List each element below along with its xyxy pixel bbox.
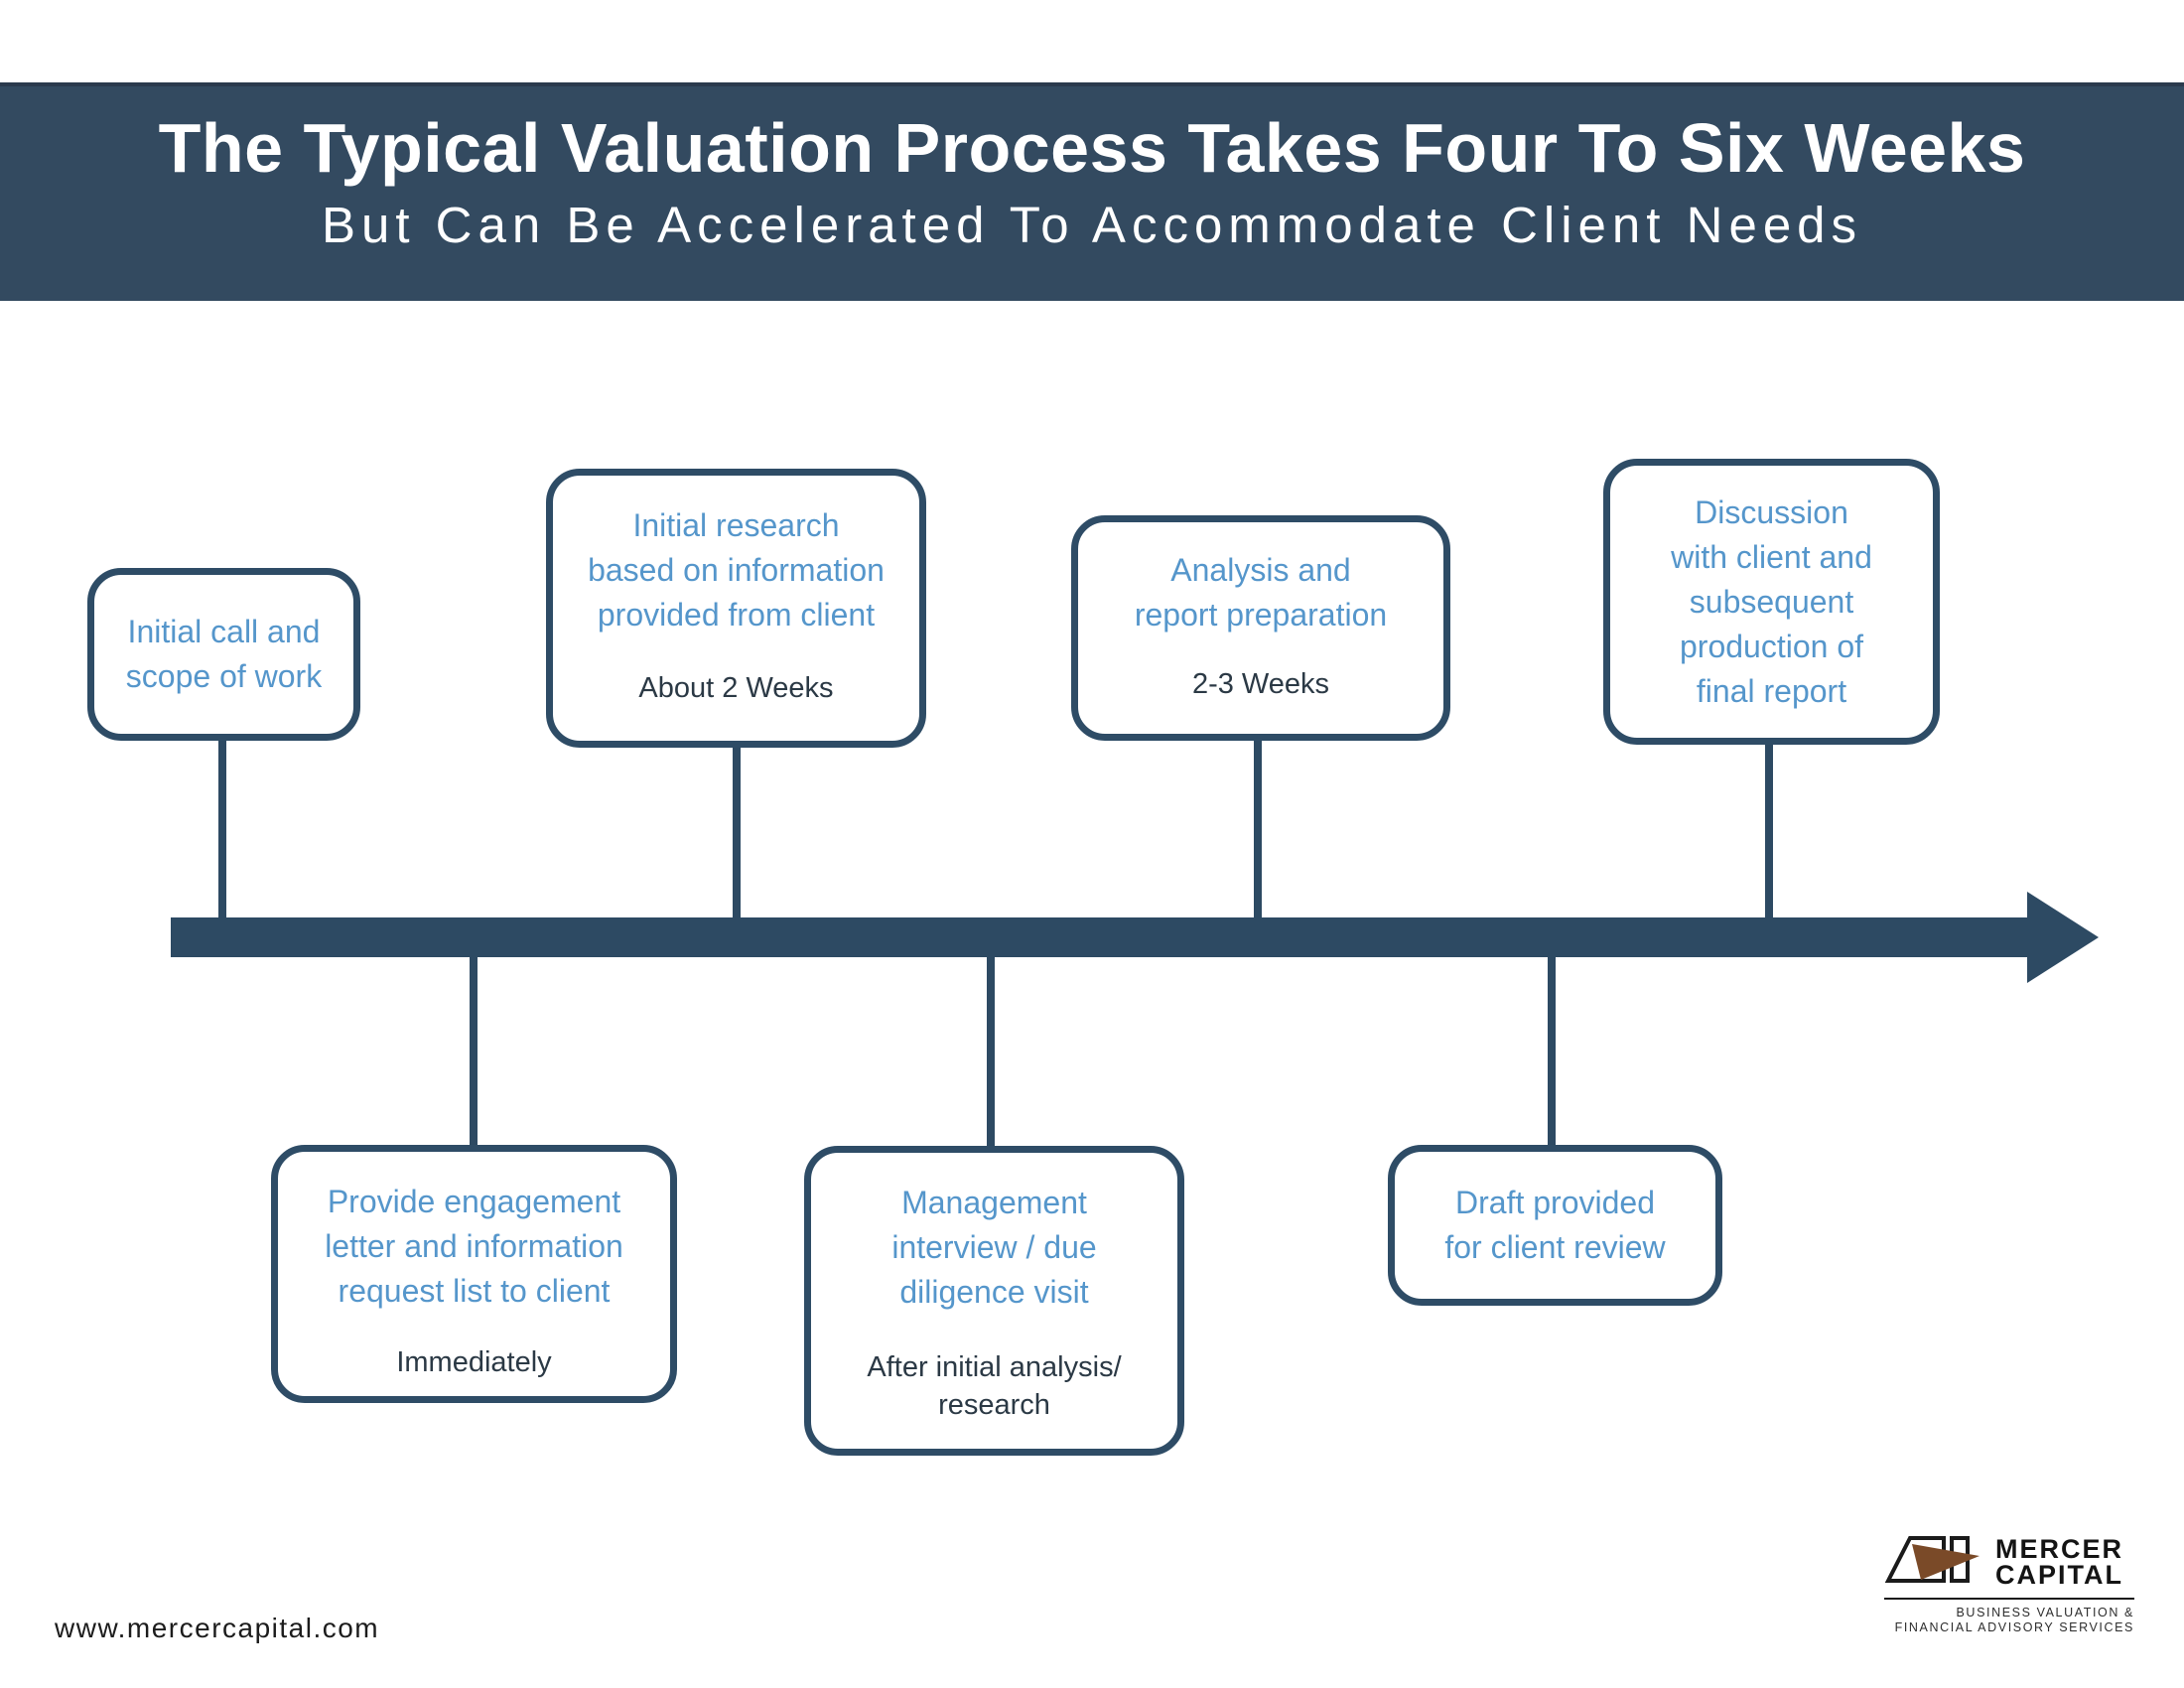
- mercer-capital-logo: MERCER CAPITAL BUSINESS VALUATION & FINA…: [1884, 1533, 2142, 1635]
- connector-step7: [1765, 739, 1773, 923]
- connector-step4: [987, 951, 995, 1152]
- logo-word-mercer: MERCER: [1995, 1534, 2124, 1564]
- step-label: Initial research based on information pr…: [588, 507, 885, 633]
- logo-word-capital: CAPITAL: [1995, 1560, 2123, 1590]
- step-box-analysis-report: Analysis and report preparation 2-3 Week…: [1071, 515, 1450, 741]
- step-box-engagement-letter: Provide engagement letter and informatio…: [271, 1145, 677, 1403]
- step-label: Discussion with client and subsequent pr…: [1671, 493, 1872, 709]
- step-label: Initial call and scope of work: [125, 614, 323, 694]
- page-subtitle: But Can Be Accelerated To Accommodate Cl…: [321, 197, 1863, 253]
- step-label: Provide engagement letter and informatio…: [325, 1184, 623, 1309]
- step-box-initial-call: Initial call and scope of work: [87, 568, 360, 741]
- mercer-capital-logomark-icon: [1884, 1536, 1979, 1583]
- step-label: Draft provided for client review: [1444, 1185, 1666, 1265]
- step-duration: Immediately: [396, 1346, 552, 1378]
- logo-divider: [1884, 1598, 2134, 1600]
- connector-step2: [470, 951, 478, 1152]
- header-band: The Typical Valuation Process Takes Four…: [0, 82, 2184, 301]
- step-label: Management interview / due diligence vis…: [891, 1185, 1097, 1310]
- step-duration: After initial analysis/ research: [867, 1351, 1122, 1421]
- connector-step3: [733, 743, 741, 923]
- step-box-initial-research: Initial research based on information pr…: [546, 469, 926, 748]
- step-box-discussion-final-report: Discussion with client and subsequent pr…: [1603, 459, 1940, 745]
- timeline-bar: [171, 917, 2029, 957]
- timeline-arrowhead-icon: [2027, 892, 2099, 983]
- connector-step5: [1254, 737, 1262, 923]
- connector-step6: [1548, 951, 1556, 1152]
- website-url: www.mercercapital.com: [55, 1613, 380, 1643]
- step-box-draft-review: Draft provided for client review: [1388, 1145, 1722, 1306]
- step-duration: 2-3 Weeks: [1191, 668, 1330, 700]
- step-duration: About 2 Weeks: [638, 672, 834, 704]
- step-box-management-interview: Management interview / due diligence vis…: [804, 1146, 1184, 1456]
- page-title: The Typical Valuation Process Takes Four…: [158, 109, 2026, 187]
- logo-wordmark: MERCER CAPITAL: [1995, 1533, 2124, 1590]
- step-label: Analysis and report preparation: [1134, 552, 1388, 633]
- connector-step1: [218, 735, 226, 923]
- logo-tagline: BUSINESS VALUATION & FINANCIAL ADVISORY …: [1894, 1606, 2134, 1634]
